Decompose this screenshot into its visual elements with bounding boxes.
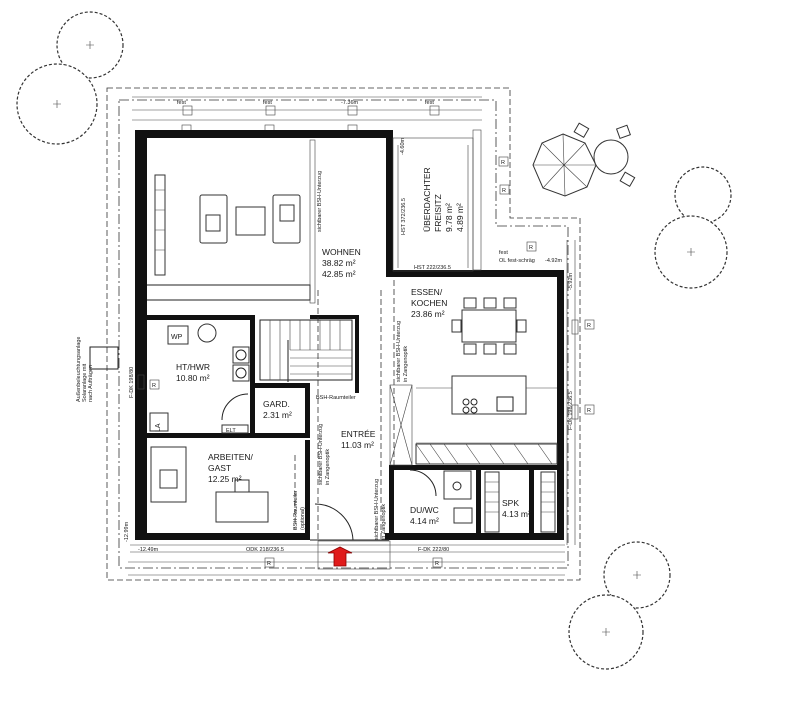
label-fdk-left: F-DK 198/80 [129,367,135,398]
room-arbeiten-gast: ARBEITEN/ GAST 12.25 m² [208,452,254,484]
svg-text:R: R [502,188,506,194]
svg-text:R: R [152,383,156,389]
dim-top: -4.60m [400,137,406,155]
label-fest-3: fest [425,100,434,106]
kitchen-island [415,375,558,465]
svg-text:DU/WC: DU/WC [410,505,439,515]
tree-left [16,63,98,145]
office-furniture [150,446,296,530]
tree-top-left [56,11,124,79]
room-spk: SPK 4.13 m² [502,498,531,519]
svg-text:4.89 m²: 4.89 m² [455,203,465,232]
label-elt: ELT [226,428,236,434]
exterior-walls [135,130,564,540]
svg-text:R: R [587,323,591,329]
label-unterzug-essen-1: sichtbarer BSH-Unterzug [396,321,402,382]
note-left-3: nach Aufträgen [88,365,94,402]
room-entree: ENTRÉE 11.03 m² [341,429,376,450]
dim-right-1: -4.92m [545,258,563,264]
svg-text:12.25 m²: 12.25 m² [208,474,242,484]
label-unterzug-entree-1: sichtbarer BSH-Unterzug [318,424,324,485]
label-wp: WP [171,334,183,341]
svg-text:WOHNEN: WOHNEN [322,247,361,257]
label-fdk-right: F-DK 198/236.5 [568,391,574,430]
svg-text:42.85 m²: 42.85 m² [322,269,356,279]
svg-text:4.13 m²: 4.13 m² [502,509,531,519]
r-markers [181,105,440,135]
svg-text:R: R [267,561,271,567]
note-left-1: Außenbeleuchtungsanlage [76,337,82,402]
svg-text:GAST: GAST [208,463,231,473]
tree-right-top [654,166,732,289]
label-ol-fest-schraeg: OL fest-schräg [499,258,535,264]
svg-text:SPK: SPK [502,498,519,508]
label-unterzug-du-1: sichtbarer BSH-Unterzug [374,479,380,540]
interior-walls [147,315,559,540]
label-unterzug-entree-2: in Zangenoptik [325,449,331,485]
entrance-door [310,503,391,570]
svg-text:23.86 m²: 23.86 m² [411,309,445,319]
label-raumteiler: BSH-Raumteiler [316,395,356,401]
room-essen-kochen: ESSEN/ KOCHEN 23.86 m² [411,287,447,319]
label-raumteiler-optional-1: BSH-Raumteiler [293,490,299,530]
label-odk-bottom: ODK 218/236.5 [246,547,284,553]
svg-text:ESSEN/: ESSEN/ [411,287,443,297]
dim-left: -12.99m [124,521,130,542]
svg-text:ARBEITEN/: ARBEITEN/ [208,452,254,462]
svg-text:ÜBERDACHTER: ÜBERDACHTER [422,167,432,232]
label-fest-1: fest [177,100,186,106]
tree-bottom-right [568,541,671,670]
svg-text:9.78 m²: 9.78 m² [444,203,454,232]
r-labels: R R R R R R R R [149,156,595,568]
svg-text:ENTRÉE: ENTRÉE [341,429,376,439]
svg-text:R: R [529,245,533,251]
label-fest-ol: fest [499,250,508,256]
bath-fixtures [409,469,556,533]
label-fdk-bottom: F-DK 222/80 [418,547,449,553]
room-freisitz: ÜBERDACHTER FREISITZ 9.78 m² 4.89 m² [422,167,465,232]
svg-text:10.80 m²: 10.80 m² [176,373,210,383]
svg-text:2.31 m²: 2.31 m² [263,410,292,420]
entrance-arrow-icon [327,546,353,567]
utility-appliances [149,323,250,434]
svg-text:11.03 m²: 11.03 m² [341,440,374,450]
parasol-icon [532,122,636,197]
room-du-wc: DU/WC 4.14 m² [410,505,439,526]
living-furniture [147,139,316,304]
room-wohnen: WOHNEN 38.82 m² 42.85 m² [322,247,361,279]
svg-text:R: R [501,160,505,166]
svg-text:FREISITZ: FREISITZ [433,194,443,232]
svg-text:38.82 m²: 38.82 m² [322,258,356,268]
label-unterzug-essen-2: in Zangenoptik [403,346,409,382]
label-raumteiler-optional-2: (optional) [300,507,306,530]
label-la: LA [155,423,162,432]
svg-text:R: R [435,561,439,567]
svg-text:HT/HWR: HT/HWR [176,362,210,372]
dim-right-2: -5.92m [568,272,574,290]
label-hst-top: HST 372/236.5 [401,198,407,235]
solar-box [89,346,119,370]
label-fest-2: fest [263,100,272,106]
label-unterzug-wohnen: sichtbarer BSH-Unterzug [317,171,323,232]
room-hthwr: HT/HWR 10.80 m² [176,362,210,383]
svg-text:R: R [587,408,591,414]
label-unterzug-du-2: in Zangenoptik [381,504,387,540]
label-hst-mid: HST 222/236.5 [414,265,451,271]
dim-bottom-left: -12.49m [138,547,159,553]
dim-top-mid: -7.36m [341,100,359,106]
room-gard: GARD. 2.31 m² [263,399,292,420]
note-left-2: Solaranlage mit [82,363,88,402]
svg-text:GARD.: GARD. [263,399,290,409]
dining-table [451,297,527,355]
staircase [259,319,353,382]
svg-text:KOCHEN: KOCHEN [411,298,447,308]
svg-text:4.14 m²: 4.14 m² [410,516,439,526]
